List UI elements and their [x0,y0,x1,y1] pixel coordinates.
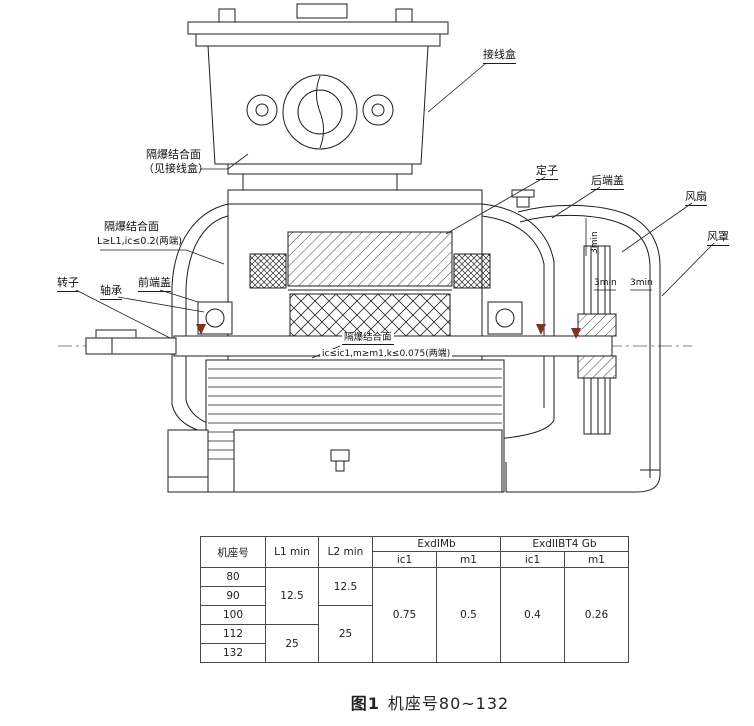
winding-end-rear [453,253,491,289]
cell-frame-112: 112 [200,624,266,644]
label-flameproof-joint-spigot-1: 隔爆结合面 [104,220,159,233]
label-gap-3min-vertical: 3min [590,231,600,254]
rotor-core [289,293,451,337]
th-exd1-m1: m1 [436,551,501,568]
shaft-seals [196,324,581,339]
cell-exd1-m1: 0.5 [436,567,501,663]
label-fan: 风扇 [685,190,707,206]
figure-caption: 图1 机座号80~132 [250,690,610,714]
bearing-rear [487,301,523,335]
table-row: 132 [200,643,629,663]
cooling-fins [205,359,505,493]
label-stator: 定子 [536,164,558,180]
label-rotor: 转子 [57,276,79,292]
spec-table: 机座号 L1 min L2 min ExdIMb ExdIIBT4 Gb ic1… [200,536,629,663]
cell-exd2-m1: 0.26 [564,567,629,663]
th-exd2-ic1: ic1 [500,551,565,568]
label-gap-3min-fan: 3min [594,278,617,288]
cell-exd1-ic1: 0.75 [372,567,437,663]
th-exd2: ExdIIBT4 Gb [500,536,629,552]
th-exd1-ic1: ic1 [372,551,437,568]
label-flameproof-joint-box-1: 隔爆结合面 [146,148,201,161]
th-l1: L1 min [265,536,319,568]
label-flameproof-joint-shaft-2: ic≤ic1,m≥m1,k≤0.075(两端) [320,349,453,360]
label-rear-end-cover: 后端盖 [591,174,624,190]
figure-title: 机座号80~132 [387,694,510,713]
front-foot [167,429,209,493]
table-row: 112 25 [200,624,629,663]
cell-frame-80: 80 [200,567,266,587]
cell-l1-small: 12.5 [265,567,319,625]
cell-exd2-ic1: 0.4 [500,567,565,663]
fan-hub-upper [577,313,617,337]
cell-l2-small: 12.5 [318,567,373,606]
th-l2: L2 min [318,536,373,568]
stator-core [249,231,491,291]
label-front-end-cover: 前端盖 [138,276,171,292]
cell-frame-132: 132 [200,643,266,663]
cell-frame-100: 100 [200,605,266,625]
label-flameproof-joint-spigot-2: L≥L1,ic≤0.2(两端) [97,236,182,247]
shaft-key [95,329,137,339]
gap-dimension-lines [585,218,652,291]
fan-hub-lower [577,355,617,379]
motor-cross-section-drawing [58,3,715,493]
fan-blade-upper [583,245,611,315]
cell-l2-large: 25 [318,605,373,663]
th-exd1: ExdIMb [372,536,501,552]
label-fan-cover: 风罩 [707,230,729,246]
base-plate [233,429,503,493]
table-row: 80 12.5 12.5 0.75 0.5 0.4 0.26 [200,567,629,663]
fan-shape [577,245,617,435]
label-flameproof-joint-shaft-1: 隔爆结合面 [342,332,394,345]
label-terminal-box: 接线盒 [483,48,516,64]
label-gap-3min-cover: 3min [630,278,653,288]
winding-end-front [249,253,287,289]
label-bearing: 轴承 [100,284,122,300]
figure-number: 图1 [350,694,380,713]
terminal-box [187,3,449,192]
th-frame: 机座号 [200,536,266,568]
cell-l1-large: 25 [265,624,319,663]
label-flameproof-joint-box-2: （见接线盒） [143,162,209,175]
th-exd2-m1: m1 [564,551,629,568]
fan-blade-lower [583,377,611,435]
cell-frame-90: 90 [200,586,266,606]
callout-leaders [75,63,715,359]
